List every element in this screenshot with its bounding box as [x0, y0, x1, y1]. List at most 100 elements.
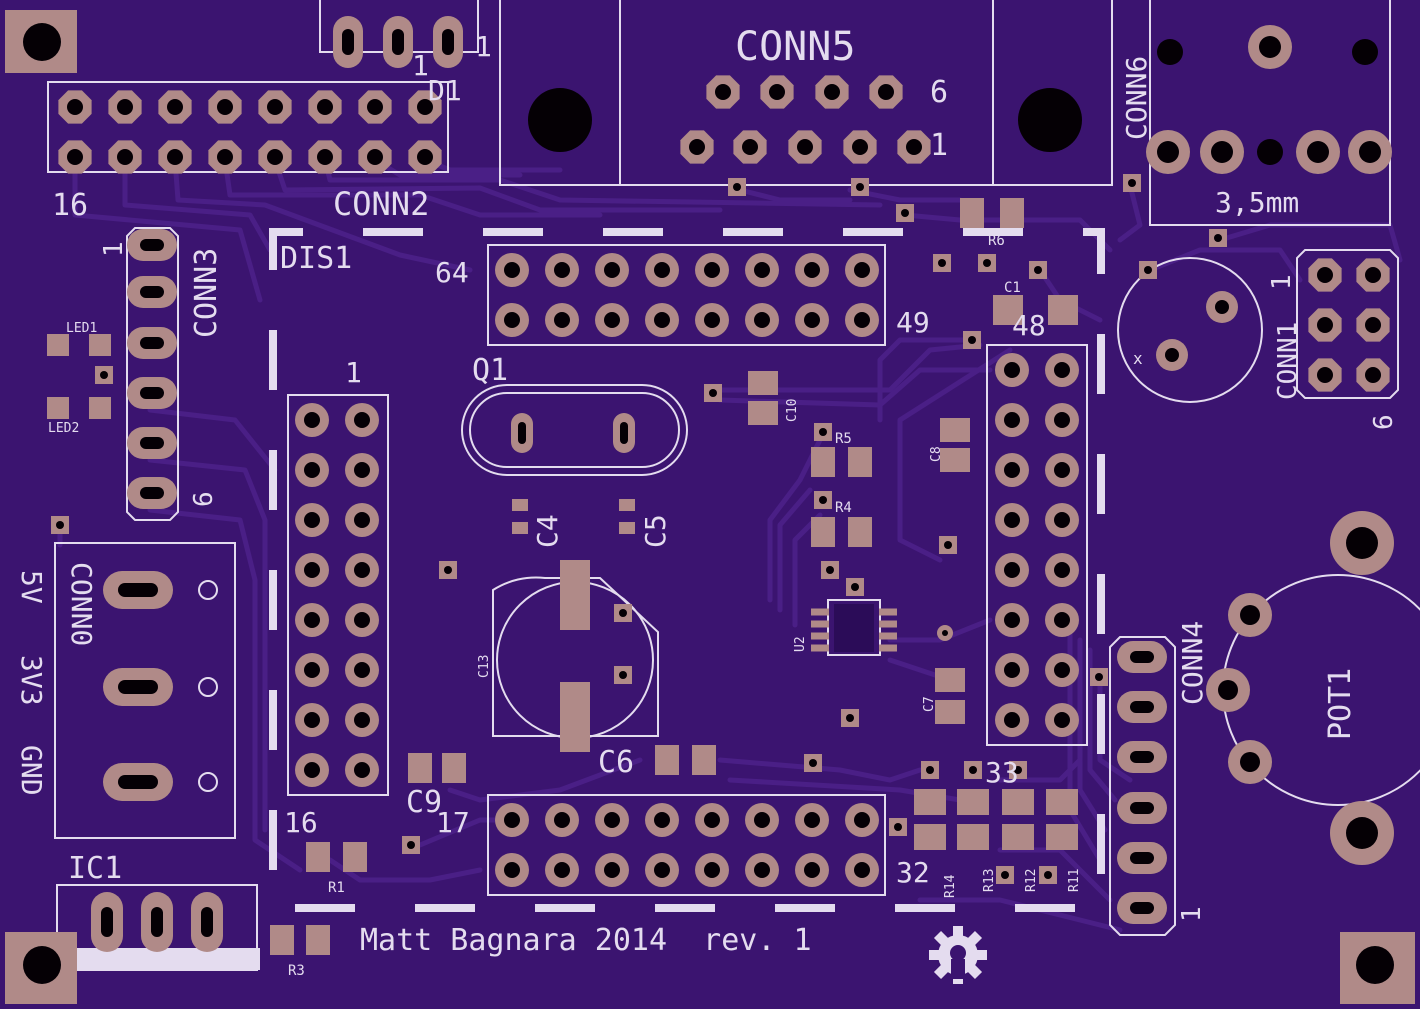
drill-hole — [854, 812, 870, 828]
oval-drill — [620, 422, 628, 444]
dis1-pin33-label: 33 — [985, 756, 1019, 789]
c1-label: C1 — [1004, 280, 1021, 296]
c7-label: C7 — [922, 696, 937, 712]
smd-pad — [811, 644, 829, 652]
drill-hole — [217, 149, 233, 165]
via-hole — [56, 521, 64, 529]
drill-hole — [304, 562, 320, 578]
pot1-label: POT1 — [1323, 668, 1358, 740]
drill-hole — [304, 462, 320, 478]
conn0-label: CONN0 — [65, 562, 98, 646]
via-hole — [619, 671, 627, 679]
conn6-label: CONN6 — [1120, 56, 1153, 140]
smd-pad — [442, 753, 466, 783]
smd-pad — [1048, 295, 1078, 325]
via-hole — [733, 183, 741, 191]
via-hole — [926, 766, 934, 774]
oval-drill — [118, 680, 158, 694]
drill-hole — [1054, 662, 1070, 678]
via-hole — [969, 766, 977, 774]
via-hole — [1001, 871, 1009, 879]
drill-hole — [354, 562, 370, 578]
u2-label: U2 — [793, 636, 808, 652]
oval-drill — [118, 583, 158, 597]
drill-hole — [354, 762, 370, 778]
drill-hole — [304, 762, 320, 778]
smd-pad — [306, 842, 330, 872]
conn5-pin6-label: 6 — [930, 75, 948, 110]
via-hole — [809, 759, 817, 767]
via-hole — [619, 609, 627, 617]
smd-pad — [914, 789, 946, 815]
oval-drill — [140, 487, 164, 499]
drill-hole — [689, 139, 705, 155]
drill-hole — [554, 262, 570, 278]
dis1-pin49-label: 49 — [896, 306, 930, 339]
via-hole — [1014, 766, 1022, 774]
smd-pad — [879, 608, 897, 616]
r14-label: R14 — [943, 874, 958, 898]
jack-hole — [1352, 39, 1378, 65]
drill-hole — [1215, 300, 1229, 314]
pot-marker-label: x — [1133, 349, 1143, 368]
dis1-pin32-label: 32 — [896, 856, 930, 889]
smd-pad — [47, 397, 69, 419]
oval-drill — [442, 29, 454, 55]
drill-hole — [1307, 141, 1329, 163]
smd-pad — [1000, 198, 1024, 228]
d1-label: D1 — [428, 74, 462, 107]
led2-label: LED2 — [48, 421, 79, 436]
test-ring — [198, 677, 218, 697]
drill-hole — [769, 84, 785, 100]
dis1-pin48-label: 48 — [1012, 309, 1046, 342]
via-hole — [894, 823, 902, 831]
smd-pad — [811, 447, 835, 477]
drill-hole — [1346, 817, 1378, 849]
oval-drill — [140, 286, 164, 298]
r6-label: R6 — [988, 233, 1005, 249]
c4-label: C4 — [531, 514, 564, 548]
oval-drill — [140, 239, 164, 251]
dis1-pin64-label: 64 — [435, 256, 469, 289]
drill-hole — [304, 662, 320, 678]
drill-hole — [504, 262, 520, 278]
r3-label: R3 — [288, 963, 305, 979]
smd-pad — [935, 700, 965, 724]
smd-pad — [935, 668, 965, 692]
led1-label: LED1 — [66, 321, 97, 336]
drill-hole — [267, 149, 283, 165]
credit-label: Matt Bagnara 2014 rev. 1 — [360, 923, 812, 958]
smd-pad — [848, 447, 872, 477]
drill-hole — [167, 99, 183, 115]
smd-pad — [957, 789, 989, 815]
component-pads — [47, 16, 1394, 955]
smd-pad — [306, 925, 330, 955]
drill-hole — [854, 262, 870, 278]
oval-drill — [1130, 701, 1154, 713]
open-hardware-gear-icon — [929, 926, 987, 984]
drill-hole — [354, 512, 370, 528]
drill-hole — [1365, 267, 1381, 283]
smd-pad — [879, 632, 897, 640]
drill-hole — [1240, 752, 1260, 772]
via-hole — [1044, 871, 1052, 879]
drill-hole — [604, 812, 620, 828]
drill-hole — [117, 149, 133, 165]
drill-hole — [67, 99, 83, 115]
drill-hole — [1259, 36, 1281, 58]
dis1-outline — [269, 228, 1105, 912]
smd-pad — [811, 620, 829, 628]
rail-gnd-label: GND — [15, 745, 48, 796]
drill-hole — [754, 812, 770, 828]
ic1-label: IC1 — [68, 851, 122, 886]
conn1-pin6-label: 6 — [1369, 414, 1399, 430]
drill-hole — [1004, 362, 1020, 378]
smd-pad — [343, 842, 367, 872]
via-hole — [968, 336, 976, 344]
drill-hole — [217, 99, 233, 115]
drill-hole — [354, 612, 370, 628]
drill-hole — [804, 312, 820, 328]
drill-hole — [1346, 527, 1378, 559]
drill-hole — [354, 712, 370, 728]
drill-hole — [1365, 317, 1381, 333]
